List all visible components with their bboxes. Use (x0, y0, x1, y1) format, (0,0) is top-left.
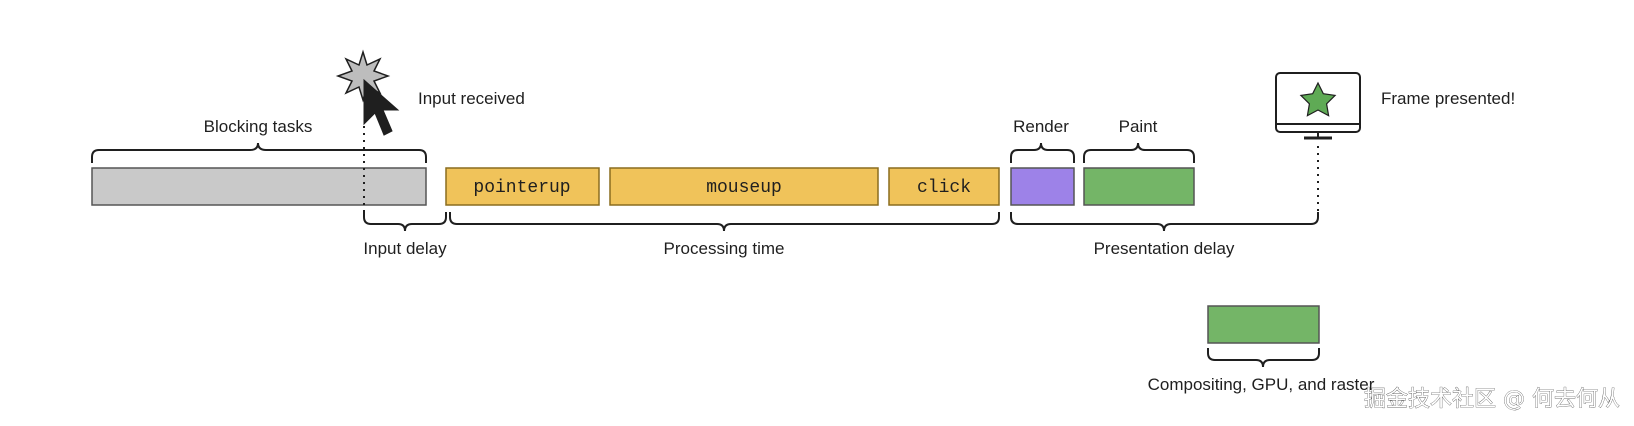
mouseup-bar (609, 167, 879, 206)
click-label: click (917, 178, 971, 198)
cursor-click-icon (335, 49, 400, 136)
render-bar (1010, 167, 1075, 206)
paint-label: Paint (1119, 117, 1158, 136)
blocking-tasks-label: Blocking tasks (204, 117, 313, 136)
mouseup-label: mouseup (706, 178, 782, 198)
input-received-label: Input received (418, 89, 525, 108)
blocking-tasks-brace (91, 142, 427, 163)
watermark: 掘金技术社区 @ 何去何从 (1364, 387, 1620, 412)
burst-icon (335, 49, 391, 103)
processing-time-label: Processing time (664, 239, 785, 258)
paint-bar (1083, 167, 1195, 206)
pointerup-label: pointerup (473, 178, 570, 198)
compositing-bar (1207, 305, 1320, 344)
compositing-label: Compositing, GPU, and raster (1148, 375, 1375, 394)
arrow-pointer-icon (363, 78, 400, 136)
blocking-tasks-bar (91, 167, 427, 206)
frame-presented-label: Frame presented! (1381, 89, 1515, 108)
render-label: Render (1013, 117, 1069, 136)
presentation-delay-brace (1010, 212, 1319, 232)
star-icon (1299, 81, 1337, 117)
paint-brace (1083, 142, 1195, 163)
monitor-star-icon (1275, 72, 1361, 140)
input-delay-label: Input delay (363, 239, 447, 258)
presentation-delay-label: Presentation delay (1094, 239, 1235, 258)
input-delay-brace (363, 212, 447, 232)
processing-time-brace (449, 212, 1000, 232)
click-bar (888, 167, 1000, 206)
render-brace (1010, 142, 1075, 163)
pointerup-bar (445, 167, 600, 206)
compositing-brace (1207, 348, 1320, 368)
